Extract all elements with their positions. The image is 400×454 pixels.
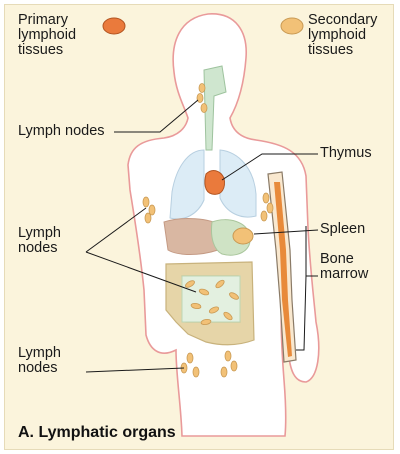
figure-caption: A. Lymphatic organs <box>18 424 176 442</box>
spleen <box>233 228 253 244</box>
legend-secondary-label: Secondary lymphoid tissues <box>308 13 377 58</box>
label-lymph-nodes-neck: Lymph nodes <box>18 124 105 139</box>
label-lymph-nodes-groin: Lymph nodes <box>18 346 61 376</box>
label-lymph-nodes-mid: Lymph nodes <box>18 226 61 256</box>
legend-primary-label: Primary lymphoid tissues <box>18 13 76 58</box>
leader-groin <box>86 368 184 372</box>
thymus <box>205 171 225 195</box>
label-bone-marrow: Bone marrow <box>320 252 368 282</box>
primary-legend-swatch <box>103 18 125 34</box>
label-spleen: Spleen <box>320 222 365 237</box>
label-thymus: Thymus <box>320 146 372 161</box>
secondary-legend-swatch <box>281 18 303 34</box>
